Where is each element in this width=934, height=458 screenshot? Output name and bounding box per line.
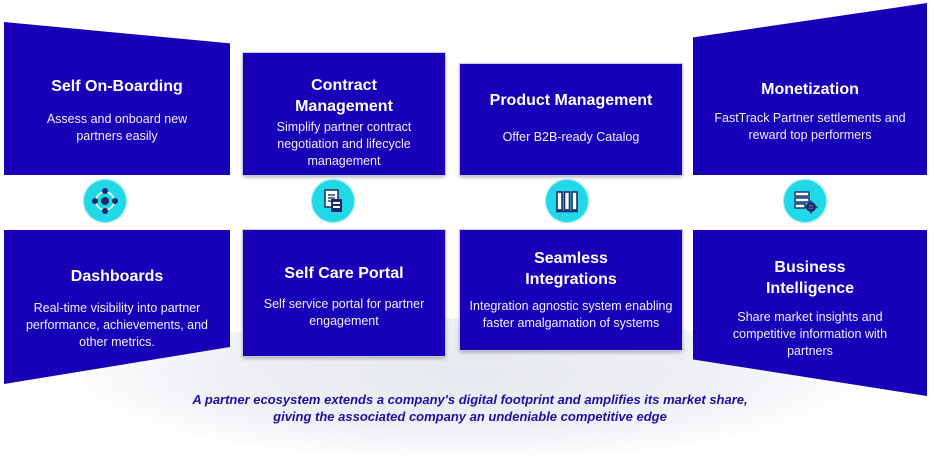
card-description: FastTrack Partner settlements and reward…	[714, 111, 906, 142]
card-title: Self Care Portal	[284, 265, 404, 282]
card-description: Assess and onboard new partners easily	[46, 112, 188, 143]
card-description: Simplify partner contract negotiation an…	[276, 120, 412, 168]
card-description: Self service portal for partner engageme…	[263, 297, 425, 328]
settlement-gear-icon	[783, 179, 827, 223]
card-product-management: Product Management Offer B2B-ready Catal…	[459, 63, 683, 176]
card-self-onboarding: Self On-Boarding Assess and onboard new …	[4, 22, 230, 175]
card-description: Real-time visibility into partner perfor…	[25, 301, 209, 349]
card-title: Contract Management	[295, 77, 393, 115]
card-title: Monetization	[761, 81, 859, 98]
tagline: A partner ecosystem extends a company's …	[192, 392, 748, 424]
onboarding-network-icon	[83, 179, 127, 223]
card-seamless-integrations: Seamless Integrations Integration agnost…	[459, 229, 683, 351]
card-description: Offer B2B-ready Catalog	[502, 130, 640, 144]
contract-document-icon	[311, 179, 355, 223]
card-title: Seamless Integrations	[525, 250, 617, 288]
card-self-care-portal: Self Care Portal Self service portal for…	[242, 229, 446, 357]
card-title: Business Intelligence	[765, 259, 855, 297]
catalog-books-icon	[545, 179, 589, 223]
card-description: Share market insights and competitive in…	[732, 310, 888, 358]
card-title: Product Management	[489, 92, 653, 109]
card-title: Self On-Boarding	[51, 78, 183, 95]
card-description: Integration agnostic system enabling fas…	[469, 299, 673, 330]
card-title: Dashboards	[70, 268, 164, 285]
card-contract-management: Contract Management Simplify partner con…	[242, 52, 446, 176]
card-monetization: Monetization FastTrack Partner settlemen…	[693, 3, 927, 175]
